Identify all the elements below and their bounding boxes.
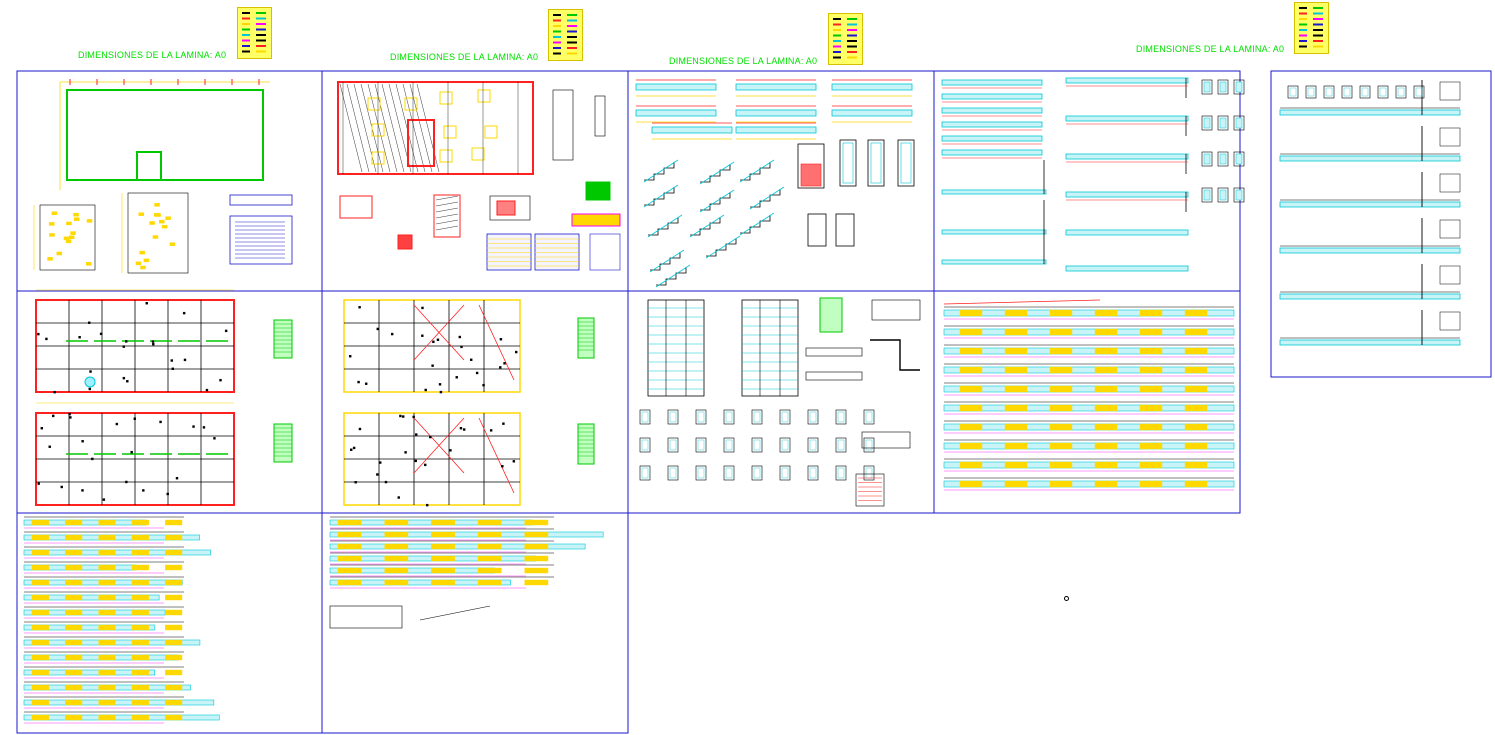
legend-swatch [242, 28, 250, 31]
legend-swatch [256, 50, 266, 53]
legend-swatch [567, 52, 577, 55]
legend-swatch [242, 12, 250, 14]
legend-swatch [567, 41, 577, 44]
legend-swatch [256, 28, 266, 31]
legend-swatch [553, 47, 561, 49]
legend-swatch [1299, 29, 1307, 31]
legend-swatch [847, 40, 857, 42]
legend-swatch [567, 30, 577, 33]
legend-swatch [847, 51, 857, 53]
legend-swatch [553, 36, 561, 38]
legend-swatch [1299, 34, 1307, 37]
legend-swatch [1313, 29, 1323, 31]
sheet-frame [933, 290, 1241, 514]
legend-swatch [256, 45, 266, 47]
legend-swatch [833, 51, 841, 53]
point-marker [1064, 596, 1069, 601]
entrance-block [136, 151, 162, 181]
legend-swatch [256, 39, 266, 42]
layer-legend [1294, 2, 1329, 54]
legend-swatch [242, 45, 250, 47]
legend-swatch [847, 45, 857, 48]
legend-swatch [847, 56, 857, 59]
legend-swatch [1299, 7, 1307, 9]
legend-swatch [256, 34, 266, 36]
legend-swatch [567, 14, 577, 16]
legend-swatch [1313, 34, 1323, 37]
legend-swatch [847, 18, 857, 20]
sheet-frame [933, 70, 1241, 292]
legend-swatch [567, 47, 577, 49]
legend-swatch [847, 29, 857, 31]
legend-swatch [1299, 40, 1307, 42]
legend-swatch [1313, 12, 1323, 15]
layer-legend [237, 7, 272, 59]
sheet-contents [23, 77, 1461, 724]
legend-swatch [553, 25, 561, 27]
layer-legend [548, 9, 583, 61]
sheet-dimension-label: DIMENSIONES DE LA LAMINA: A0 [669, 56, 818, 66]
legend-swatch [242, 39, 250, 42]
sheet-dimension-label: DIMENSIONES DE LA LAMINA: A0 [1136, 44, 1285, 54]
legend-swatch [1313, 7, 1323, 9]
legend-swatch [1313, 40, 1323, 42]
legend-swatch [553, 30, 561, 33]
legend-swatch [567, 36, 577, 38]
legend-swatch [242, 23, 250, 25]
legend-swatch [567, 19, 577, 22]
legend-swatch [1299, 12, 1307, 15]
legend-swatch [1299, 23, 1307, 26]
site-boundary [66, 89, 264, 181]
legend-swatch [1299, 18, 1307, 20]
legend-swatch [553, 19, 561, 22]
legend-swatch [256, 17, 266, 20]
legend-swatch [833, 34, 841, 37]
legend-swatch [242, 34, 250, 36]
legend-swatch [847, 23, 857, 26]
legend-swatch [553, 41, 561, 44]
legend-swatch [1313, 45, 1323, 48]
legend-swatch [833, 18, 841, 20]
legend-swatch [833, 40, 841, 42]
legend-swatch [242, 17, 250, 20]
legend-swatch [833, 56, 841, 59]
sheet-frame [1270, 70, 1492, 378]
legend-swatch [1313, 23, 1323, 26]
legend-swatch [1313, 18, 1323, 20]
legend-swatch [833, 45, 841, 48]
sheet-dimension-label: DIMENSIONES DE LA LAMINA: A0 [390, 52, 539, 62]
sheet-frames [16, 70, 1492, 734]
sheet-dimension-label: DIMENSIONES DE LA LAMINA: A0 [78, 50, 227, 60]
legend-swatch [833, 29, 841, 31]
legend-swatch [256, 23, 266, 25]
sheet-frame [321, 512, 629, 734]
legend-swatch [567, 25, 577, 27]
legend-swatch [553, 14, 561, 16]
legend-swatch [242, 50, 250, 53]
legend-swatch [256, 12, 266, 14]
legend-swatch [833, 23, 841, 26]
legend-swatch [1299, 45, 1307, 48]
legend-swatch [553, 52, 561, 55]
legend-swatch [847, 34, 857, 37]
layer-legend [828, 13, 863, 65]
